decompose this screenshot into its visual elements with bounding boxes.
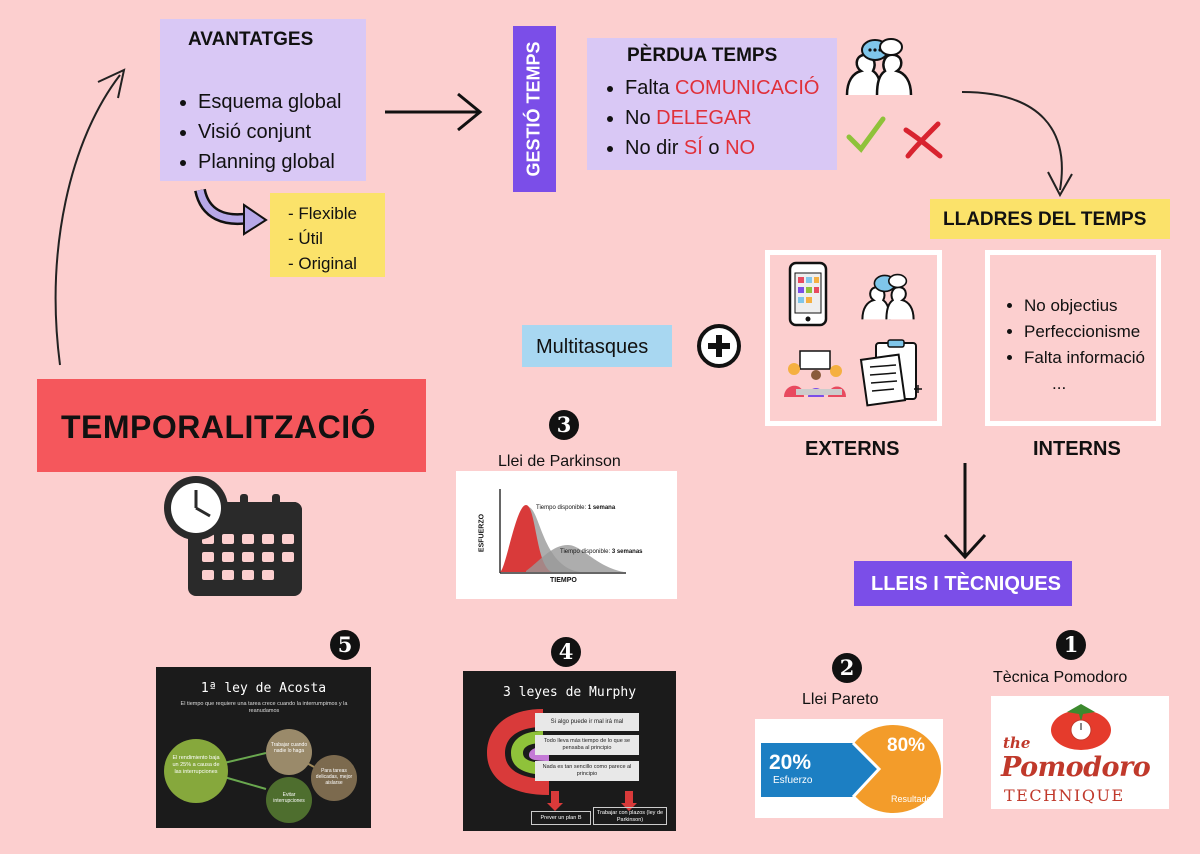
lladres-box: LLADRES DEL TEMPS	[930, 199, 1170, 239]
people-talking-icon	[861, 273, 915, 320]
number-5-badge: 5	[330, 630, 360, 660]
list-item: No objectius	[1024, 293, 1145, 319]
murphy-btn-1: Prever un plan B	[531, 811, 591, 825]
list-item: Visió conjunt	[198, 117, 341, 147]
perdua-temps-title: PÈRDUA TEMPS	[627, 45, 778, 66]
list-item: Esquema global	[198, 87, 341, 117]
pomodoro-name: Pomodoro	[1001, 752, 1151, 783]
pareto-caption: Llei Pareto	[802, 691, 879, 708]
perdua-temps-list: Falta COMUNICACIÓ No DELEGAR No dir SÍ o…	[605, 73, 819, 163]
qualitat-item: - Flexible	[288, 204, 357, 223]
qualitat-item: - Útil	[288, 229, 323, 248]
list-item: Perfeccionisme	[1024, 319, 1145, 345]
number-2-badge: 2	[832, 653, 862, 683]
murphy-title: 3 leyes de Murphy	[502, 685, 637, 700]
multitasques-label: Multitasques	[536, 336, 649, 358]
gestio-temps-box: GESTIÓ TEMPS	[513, 26, 556, 192]
murphy-row-3: Nada es tan sencillo como parece al prin…	[535, 761, 639, 781]
gestio-temps-label: GESTIÓ TEMPS	[523, 41, 544, 177]
temporalitzacio-box: TEMPORALITZACIÓ	[37, 379, 426, 472]
list-item: ...	[1052, 374, 1067, 393]
lleis-box: LLEIS I TÈCNIQUES	[854, 561, 1072, 606]
acosta-circle-4: Evitar interrupciones	[266, 777, 312, 823]
documents-icon	[859, 339, 922, 407]
parkinson-label-1: Tiempo disponible: 1 semana	[536, 505, 616, 511]
conversation-icon	[845, 38, 913, 96]
pareto-left-pct: 20%	[769, 751, 812, 774]
parkinson-chart: ESFUERZO TIEMPO Tiempo disponible: 1 sem…	[456, 471, 677, 599]
lladres-title: LLADRES DEL TEMPS	[943, 209, 1147, 230]
number-4-badge: 4	[551, 637, 581, 667]
acosta-circle-2: Trabajar cuando nadie lo haga	[266, 729, 312, 775]
qualitats-box: - Flexible - Útil - Original	[270, 193, 385, 277]
avantatges-title: AVANTATGES	[188, 29, 314, 50]
murphy-btn-2: Trabajar con plazos (ley de Parkinson)	[593, 807, 667, 825]
list-item: No dir SÍ o NO	[625, 133, 819, 163]
number-1-badge: 1	[1056, 630, 1086, 660]
interns-list: No objectius Perfeccionisme Falta inform…	[1004, 293, 1145, 397]
acosta-title: 1ª ley de Acosta	[200, 681, 327, 696]
pomodoro-the: the	[1003, 734, 1031, 752]
murphy-row-2: Todo lleva más tiempo de lo que se pensa…	[535, 735, 639, 755]
list-item: Planning global	[198, 147, 341, 177]
pomodoro-logo: the Pomodoro TECHNIQUE	[991, 696, 1169, 809]
meeting-icon	[784, 350, 846, 397]
pareto-right-pct: 80%	[887, 735, 926, 756]
list-item: Falta informació	[1024, 345, 1145, 371]
smartphone-icon	[788, 261, 828, 327]
parkinson-ylabel: ESFUERZO	[478, 513, 486, 553]
avantatges-list: Esquema global Visió conjunt Planning gl…	[178, 87, 341, 177]
pomodoro-caption: Tècnica Pomodoro	[993, 669, 1128, 686]
parkinson-caption: Llei de Parkinson	[498, 453, 621, 470]
check-icon	[846, 116, 886, 153]
list-item: Falta COMUNICACIÓ	[625, 73, 819, 103]
acosta-subtitle: El tiempo que requiere una tarea crece c…	[180, 701, 348, 714]
murphy-row-1: Si algo puede ir mal irá mal	[535, 713, 639, 731]
number-3-badge: 3	[549, 410, 579, 440]
pomodoro-tech: TECHNIQUE	[1004, 786, 1125, 805]
interns-label: INTERNS	[1033, 438, 1121, 460]
list-item: No DELEGAR	[625, 103, 819, 133]
avantatges-box: AVANTATGES Esquema global Visió conjunt …	[160, 19, 366, 181]
lleis-title: LLEIS I TÈCNIQUES	[871, 573, 1062, 595]
acosta-slide: 1ª ley de Acosta El tiempo que requiere …	[156, 667, 371, 828]
murphy-slide: 3 leyes de Murphy Si algo puede ir mal i…	[463, 671, 676, 831]
qualitat-item: - Original	[288, 254, 357, 273]
perdua-temps-box: PÈRDUA TEMPS Falta COMUNICACIÓ No DELEGA…	[587, 38, 837, 170]
interns-frame: No objectius Perfeccionisme Falta inform…	[985, 250, 1161, 426]
pareto-image: 20% Esfuerzo 80% Resultados	[755, 719, 943, 818]
multitasques-box: Multitasques	[522, 325, 672, 367]
calendar-clock-icon	[164, 476, 302, 596]
externs-label: EXTERNS	[805, 438, 900, 460]
acosta-circle-3: Para tareas delicadas, mejor aislarse	[311, 755, 357, 801]
pareto-left-label: Esfuerzo	[773, 775, 813, 786]
parkinson-xlabel: TIEMPO	[550, 577, 577, 584]
cross-icon	[903, 121, 943, 159]
acosta-circle-1: El rendimiento baja un 25% a causa de la…	[164, 739, 228, 803]
parkinson-label-2: Tiempo disponible: 3 semanas	[560, 549, 643, 555]
main-title: TEMPORALITZACIÓ	[61, 409, 377, 445]
parkinson-curves	[499, 489, 626, 574]
pareto-right-label: Resultados	[891, 794, 937, 804]
plus-icon	[697, 324, 741, 368]
pareto-graphic	[761, 725, 941, 813]
externs-frame	[765, 250, 942, 426]
tomato-icon	[1051, 704, 1111, 750]
